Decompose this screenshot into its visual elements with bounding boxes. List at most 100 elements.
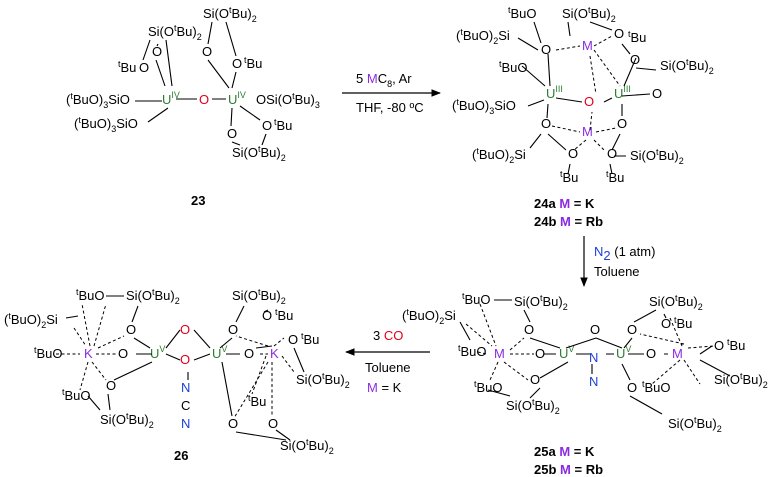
svg-text:N: N bbox=[589, 350, 598, 365]
svg-text:O: O bbox=[530, 372, 540, 387]
svg-text:24b M = Rb: 24b M = Rb bbox=[534, 214, 603, 229]
svg-text:tBu: tBu bbox=[560, 169, 578, 185]
svg-text:5 MC8, Ar: 5 MC8, Ar bbox=[356, 71, 412, 89]
svg-text:N2 (1 atm): N2 (1 atm) bbox=[594, 244, 655, 263]
svg-text:Si(OtBu)2: Si(OtBu)2 bbox=[100, 411, 154, 430]
svg-text:M: M bbox=[582, 38, 593, 53]
svg-text:O: O bbox=[118, 346, 128, 361]
compound-25-labels: 25a M = K 25b M = Rb bbox=[534, 444, 603, 477]
svg-text:UIII: UIII bbox=[614, 84, 631, 101]
svg-text:Si(OtBu)2: Si(OtBu)2 bbox=[232, 287, 286, 306]
svg-text:O: O bbox=[661, 316, 671, 331]
svg-text:O: O bbox=[180, 322, 190, 337]
svg-text:M = K: M = K bbox=[367, 380, 402, 395]
svg-text:O: O bbox=[228, 416, 238, 431]
svg-text:N: N bbox=[181, 380, 190, 395]
svg-text:O: O bbox=[652, 86, 662, 101]
svg-text:tBu: tBu bbox=[606, 169, 624, 185]
svg-text:O: O bbox=[232, 56, 242, 71]
svg-text:tBu: tBu bbox=[244, 55, 262, 71]
svg-text:(tBuO)2Si: (tBuO)2Si bbox=[456, 27, 510, 46]
svg-text:O: O bbox=[262, 118, 272, 133]
svg-text:THF, -80 ºC: THF, -80 ºC bbox=[356, 100, 424, 115]
svg-text:N: N bbox=[589, 374, 598, 389]
compound-24-structure: Si(OtBu)2 tBuO (tBuO)2Si M O tBu O tBuO … bbox=[452, 5, 714, 185]
svg-text:Si(OtBu)2: Si(OtBu)2 bbox=[280, 437, 334, 456]
svg-text:UV: UV bbox=[559, 344, 574, 361]
svg-text:O: O bbox=[524, 322, 534, 337]
svg-text:tBuO: tBuO bbox=[62, 387, 91, 403]
svg-text:Si(OtBu)2: Si(OtBu)2 bbox=[714, 371, 768, 390]
svg-text:O: O bbox=[627, 322, 637, 337]
svg-text:tBu: tBu bbox=[628, 29, 646, 45]
svg-text:tBuO: tBuO bbox=[642, 379, 671, 395]
svg-text:tBuO: tBuO bbox=[76, 287, 105, 303]
step3-conditions: 3 CO Toluene M = K bbox=[345, 328, 430, 395]
svg-text:O: O bbox=[541, 42, 551, 57]
svg-text:tBu: tBu bbox=[674, 315, 692, 331]
svg-text:tBu: tBu bbox=[248, 393, 266, 409]
svg-text:UV: UV bbox=[212, 344, 227, 361]
svg-text:C: C bbox=[181, 398, 190, 413]
svg-text:O: O bbox=[627, 380, 637, 395]
svg-text:tBu: tBu bbox=[727, 337, 745, 353]
svg-text:UV: UV bbox=[150, 344, 165, 361]
svg-text:tBuO: tBuO bbox=[508, 5, 537, 21]
svg-text:tBuO: tBuO bbox=[462, 291, 491, 307]
svg-text:O: O bbox=[590, 322, 600, 337]
svg-text:Si(OtBu)2: Si(OtBu)2 bbox=[296, 371, 350, 390]
svg-text:O: O bbox=[180, 352, 190, 367]
compound-25-structure: tBuO Si(OtBu)2 Si(OtBu)2 (tBuO)2Si O tBu… bbox=[402, 291, 768, 434]
svg-text:M: M bbox=[494, 346, 505, 361]
svg-text:Si(OtBu)2: Si(OtBu)2 bbox=[660, 57, 714, 76]
svg-text:M: M bbox=[672, 346, 683, 361]
svg-text:O: O bbox=[584, 94, 594, 109]
svg-text:tBu: tBu bbox=[275, 307, 293, 323]
svg-text:O: O bbox=[646, 346, 656, 361]
svg-text:Si(OtBu)2: Si(OtBu)2 bbox=[126, 287, 180, 306]
svg-text:25a M = K: 25a M = K bbox=[534, 444, 595, 459]
compound-26-label: 26 bbox=[174, 448, 188, 463]
svg-text:O: O bbox=[227, 126, 237, 141]
compound-26-structure: tBuO Si(OtBu)2 Si(OtBu)2 (tBuO)2Si O tBu… bbox=[4, 287, 350, 456]
svg-text:24a M = K: 24a M = K bbox=[534, 196, 595, 211]
svg-text:OSi(OtBu)3: OSi(OtBu)3 bbox=[256, 91, 320, 110]
svg-text:Si(OtBu)2: Si(OtBu)2 bbox=[668, 415, 722, 434]
svg-text:O: O bbox=[202, 44, 212, 59]
svg-text:O: O bbox=[617, 116, 627, 131]
svg-text:tBu: tBu bbox=[301, 331, 319, 347]
svg-text:Si(OtBu)2: Si(OtBu)2 bbox=[506, 397, 560, 416]
compound-23-label: 23 bbox=[191, 193, 205, 208]
svg-text:25b M = Rb: 25b M = Rb bbox=[534, 462, 603, 477]
compound-23-structure: Si(OtBu)2 Si(OtBu)2 O O tBu O O tBu (tBu… bbox=[66, 5, 320, 163]
svg-text:K: K bbox=[84, 346, 93, 361]
svg-text:(tBuO)2Si: (tBuO)2Si bbox=[4, 311, 58, 330]
svg-text:O: O bbox=[607, 146, 617, 161]
svg-text:(tBuO)3SiO: (tBuO)3SiO bbox=[74, 115, 138, 134]
svg-text:O: O bbox=[199, 92, 209, 107]
svg-text:tBuO: tBuO bbox=[499, 59, 528, 75]
svg-text:tBuO: tBuO bbox=[474, 379, 503, 395]
svg-text:(tBuO)2Si: (tBuO)2Si bbox=[472, 146, 526, 165]
svg-text:O: O bbox=[535, 346, 545, 361]
svg-text:Si(OtBu)2: Si(OtBu)2 bbox=[562, 5, 616, 24]
step2-conditions: N2 (1 atm) Toluene bbox=[580, 236, 655, 287]
svg-text:3 CO: 3 CO bbox=[373, 328, 403, 343]
svg-text:tBu: tBu bbox=[274, 117, 292, 133]
svg-text:Toluene: Toluene bbox=[594, 264, 640, 279]
svg-text:O: O bbox=[288, 332, 298, 347]
svg-text:N: N bbox=[181, 416, 190, 431]
svg-text:Si(OtBu)2: Si(OtBu)2 bbox=[148, 23, 202, 42]
svg-text:O: O bbox=[152, 44, 162, 59]
svg-text:O: O bbox=[139, 60, 149, 75]
svg-text:Si(OtBu)2: Si(OtBu)2 bbox=[630, 147, 684, 166]
svg-text:Si(OtBu)2: Si(OtBu)2 bbox=[514, 293, 568, 312]
svg-text:Toluene: Toluene bbox=[365, 360, 411, 375]
svg-text:K: K bbox=[270, 346, 279, 361]
svg-text:tBuO: tBuO bbox=[34, 345, 63, 361]
svg-text:O: O bbox=[228, 322, 238, 337]
svg-text:O: O bbox=[126, 322, 136, 337]
svg-text:(tBuO)3SiO: (tBuO)3SiO bbox=[66, 91, 130, 110]
svg-text:Si(OtBu)2: Si(OtBu)2 bbox=[232, 144, 286, 163]
